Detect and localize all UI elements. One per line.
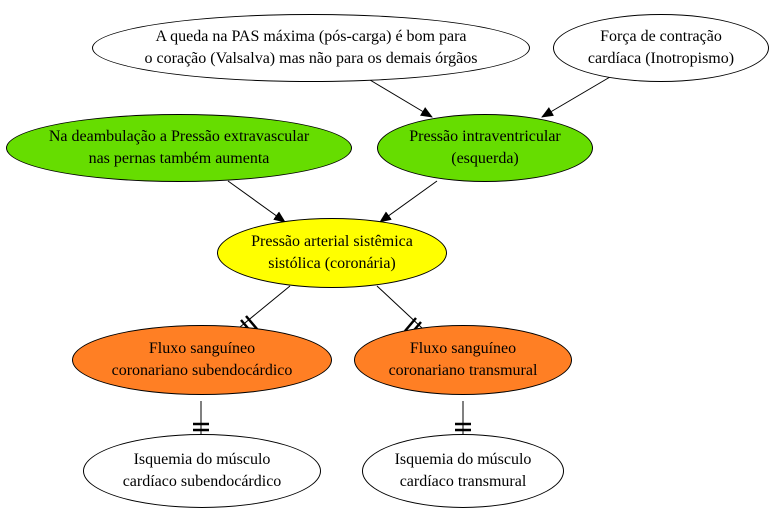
edge-pas-to-intra [369,79,433,118]
node-isquemia-subendocardica: Isquemia do músculo cardíaco subendocárd… [83,434,321,508]
node-deambulacao: Na deambulação a Pressão extravascular n… [6,114,352,182]
node-isquemia-transmural: Isquemia do músculo cardíaco transmural [362,434,564,508]
node-deambulacao-line2: nas pernas também aumenta [88,150,270,167]
edge-intra-to-sist [379,180,438,223]
node-isquemia-subendocardica-line1: Isquemia do músculo [133,451,271,468]
node-pas-maxima-line1: A queda na PAS máxima (pós-carga) é bom … [155,28,467,45]
node-fluxo-transmural: Fluxo sanguíneo coronariano transmural [354,325,572,395]
node-pressao-arterial-sistolica-line1: Pressão arterial sistêmica [251,233,413,250]
edge-ftrans-to-itrans [455,401,471,435]
node-pressao-intraventricular: Pressão intraventricular (esquerda) [377,114,593,182]
node-pas-maxima-line2: o coração (Valsalva) mas não para os dem… [144,50,478,67]
node-deambulacao-line1: Na deambulação a Pressão extravascular [48,128,310,145]
node-fluxo-subendocardico: Fluxo sanguíneo coronariano subendocárdi… [72,325,332,395]
node-forca-contracao: Força de contração cardíaca (Inotropismo… [553,14,769,82]
node-fluxo-transmural-line1: Fluxo sanguíneo [409,340,517,357]
node-pressao-arterial-sistolica-line2: sistólica (coronária) [268,255,396,272]
edge-fsub-to-isub [193,401,209,435]
node-pressao-intraventricular-line1: Pressão intraventricular [409,128,561,145]
node-fluxo-transmural-line2: coronariano transmural [388,362,538,379]
node-isquemia-transmural-line1: Isquemia do músculo [394,451,532,468]
node-pressao-intraventricular-line2: (esquerda) [451,150,519,167]
edge-forca-to-intra [541,76,611,118]
node-isquemia-transmural-line2: cardíaco transmural [399,473,527,490]
edge-deamb-to-sist [227,180,286,223]
node-fluxo-subendocardico-line1: Fluxo sanguíneo [148,340,256,357]
node-pressao-arterial-sistolica: Pressão arterial sistêmica sistólica (co… [217,218,447,288]
node-forca-contracao-line2: cardíaca (Inotropismo) [587,50,735,67]
node-isquemia-subendocardica-line2: cardíaco subendocárdico [122,473,282,490]
node-fluxo-subendocardico-line2: coronariano subendocárdico [111,362,293,379]
node-forca-contracao-line1: Força de contração [600,28,722,45]
node-pas-maxima: A queda na PAS máxima (pós-carga) é bom … [92,14,530,82]
edge-sist-to-fsub [239,285,291,334]
